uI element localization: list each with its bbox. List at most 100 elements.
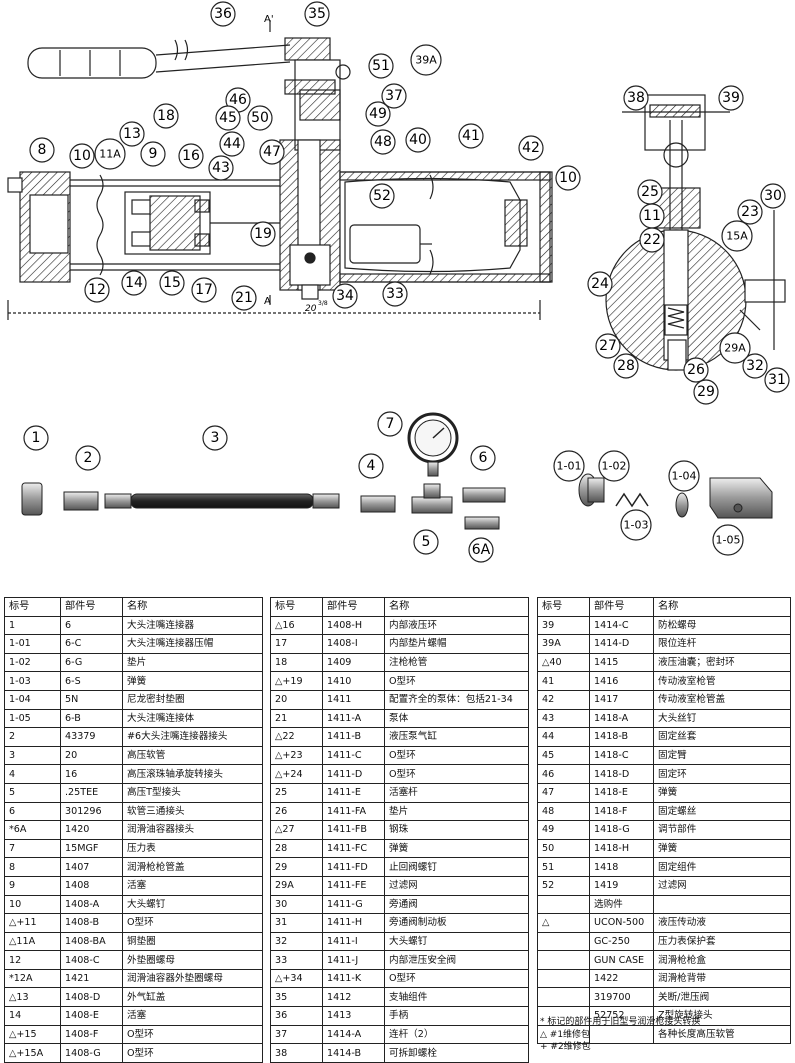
callout-circle	[191, 277, 217, 303]
callout-circle	[202, 425, 228, 451]
callout-circle	[555, 165, 581, 191]
cell-name: 旁通阀制动板	[384, 913, 529, 933]
cell-name: 注枪枪管	[384, 652, 529, 673]
cell-part-no: 1418-D	[589, 764, 654, 784]
cell-part-no: 1418-G	[589, 820, 654, 840]
cell-index: 1-05	[4, 708, 61, 729]
cell-name: 固定臂	[653, 745, 791, 766]
cell-index: 1-03	[4, 671, 61, 691]
callout-label: 44	[223, 136, 241, 152]
cell-name: 调节部件	[653, 820, 791, 840]
cell-index: △+34	[270, 968, 323, 989]
callout-circle	[368, 53, 394, 79]
callout-label: 33	[386, 286, 404, 302]
cell-name: 压力表	[122, 838, 263, 859]
cell-name: 限位连杆	[653, 634, 791, 654]
callout-label: 1	[32, 430, 41, 446]
callout-label: 30	[764, 188, 782, 204]
cell-part-no: 301296	[60, 801, 123, 822]
cell-name: 固定组件	[653, 857, 791, 877]
cell-index: 46	[537, 764, 590, 784]
callout-label: 43	[212, 160, 230, 176]
cell-part-no: 1409	[322, 652, 385, 673]
cell-part-no: 1416	[589, 671, 654, 691]
cell-index: 39A	[537, 634, 590, 654]
callout-circle	[737, 199, 763, 225]
cell-name: O型环	[122, 1043, 263, 1063]
cell-index: 20	[270, 689, 323, 710]
footnote-asterisk: * 标记的部件用于旧型号润滑枪接头转换	[540, 1017, 701, 1027]
cell-part-no: 1422	[589, 968, 654, 989]
cell-index: 3	[4, 745, 61, 766]
callout-label: 4	[367, 458, 376, 474]
callout-circle	[75, 445, 101, 471]
cell-index: 4	[4, 764, 61, 784]
cell-index: *6A	[4, 820, 61, 840]
callout-label: 40	[409, 132, 427, 148]
cell-part-no: 选购件	[589, 894, 654, 915]
cell-name: 外垫圈螺母	[122, 950, 263, 970]
callout-label: 3	[211, 430, 220, 446]
cell-name: 活塞杆	[384, 782, 529, 803]
cell-index: 44	[537, 727, 590, 747]
cell-index: △+23	[270, 745, 323, 766]
cell-name: 润滑枪背带	[653, 968, 791, 989]
cell-index: 32	[270, 931, 323, 952]
cell-index: 48	[537, 801, 590, 822]
callout-label: 10	[559, 170, 577, 186]
cell-name: O型环	[122, 913, 263, 933]
cell-name: 弹簧	[122, 671, 263, 691]
cell-part-no: 1411-FE	[322, 875, 385, 896]
cell-name: 活塞	[122, 875, 263, 896]
callout-circle	[595, 333, 621, 359]
callout-label: 35	[308, 6, 326, 22]
cell-index: 31	[270, 913, 323, 933]
cell-part-no: 1411-G	[322, 894, 385, 915]
cell-name: 润滑油容器外垫圈螺母	[122, 968, 263, 989]
cell-name: 铜垫圈	[122, 931, 263, 952]
cell-index: 43	[537, 708, 590, 729]
callout-label: 42	[522, 140, 540, 156]
callout-circle	[764, 367, 790, 393]
accessory-parts-row	[21, 412, 773, 530]
cell-part-no: 1411-I	[322, 931, 385, 952]
callout-circle	[259, 139, 285, 165]
cell-part-no: 1411-FC	[322, 838, 385, 859]
table-header-row: 标号 部件号 名称	[537, 597, 791, 617]
callout-label: 36	[214, 6, 232, 22]
cell-index: △22	[270, 727, 323, 747]
callout-circle	[215, 105, 241, 131]
footnotes: * 标记的部件用于旧型号润滑枪接头转换 △ #1维修包 + #2维修包	[540, 1016, 700, 1054]
cell-name: 大头螺钉	[122, 894, 263, 915]
callout-circle	[208, 155, 234, 181]
callout-circle	[377, 411, 403, 437]
callout-label: 52	[373, 188, 391, 204]
cell-part-no: 1418-E	[589, 782, 654, 803]
cell-index: 18	[270, 652, 323, 673]
cell-part-no: GC-250	[589, 931, 654, 952]
cell-name: 软管三通接头	[122, 801, 263, 822]
cell-part-no: 1418-H	[589, 838, 654, 859]
callout-circle	[693, 379, 719, 405]
cell-part-no: 1418	[589, 857, 654, 877]
callout-label: 15A	[726, 230, 748, 243]
cell-name: 外气缸盖	[122, 987, 263, 1008]
cell-part-no: 1408-E	[60, 1006, 123, 1026]
cell-name: O型环	[384, 671, 529, 691]
